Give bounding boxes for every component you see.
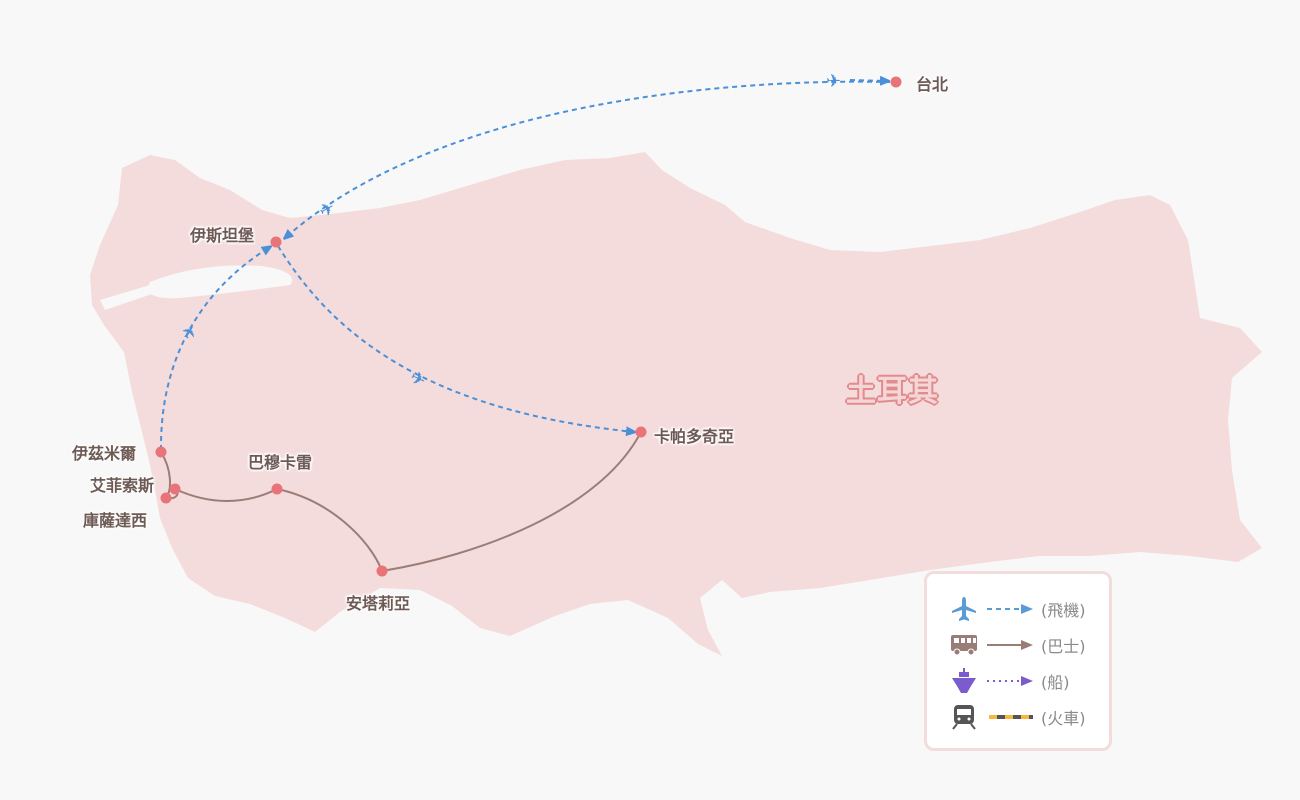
flight-route-to-taipei-arrow: [849, 80, 888, 81]
legend-label: (船): [1041, 673, 1070, 692]
point-ephesus[interactable]: [169, 483, 181, 495]
city-label-kusadasi: 庫薩達西: [83, 511, 148, 530]
flight-route-taipei: [285, 80, 891, 238]
city-label-izmir: 伊茲米爾: [72, 444, 137, 463]
legend: (飛機) (巴士) (船) (火車): [924, 571, 1112, 751]
ship-icon: [952, 668, 976, 693]
legend-item-airplane: (飛機): [949, 596, 1086, 622]
railway-line: [989, 715, 1033, 719]
city-label-ephesus: 艾菲索斯: [90, 476, 155, 495]
point-istanbul[interactable]: [270, 236, 282, 248]
marmara-sea: [148, 265, 293, 299]
flight-route-istanbul-cappadocia: [277, 245, 634, 432]
city-label-antalya: 安塔莉亞: [346, 594, 411, 613]
city-label-pamukkale: 巴穆卡雷: [248, 453, 313, 472]
point-taipei[interactable]: [890, 76, 902, 88]
airplane-icon: [952, 597, 976, 621]
flight-route-izmir-istanbul: [159, 247, 270, 451]
dardanelles: [100, 285, 155, 310]
airplane-icon: ✈: [826, 71, 841, 92]
point-cappadocia[interactable]: [635, 426, 647, 438]
city-label-taipei: 台北: [916, 75, 949, 94]
dashed-arrow-line: [987, 604, 1033, 614]
point-izmir[interactable]: [155, 446, 167, 458]
legend-label: (巴士): [1041, 637, 1086, 656]
train-icon: [952, 705, 976, 730]
point-antalya[interactable]: [376, 565, 388, 577]
legend-item-ship: (船): [949, 668, 1070, 694]
point-kusadasi[interactable]: [160, 492, 172, 504]
legend-item-bus: (巴士): [949, 632, 1086, 658]
point-pamukkale[interactable]: [271, 483, 283, 495]
turkey-landmass: [90, 152, 1262, 656]
legend-label: (火車): [1041, 709, 1086, 728]
city-label-cappadocia: 卡帕多奇亞: [654, 427, 735, 446]
solid-arrow-line: [987, 640, 1033, 650]
city-label-istanbul: 伊斯坦堡: [190, 226, 255, 245]
legend-item-train: (火車): [949, 704, 1086, 730]
country-label: 土耳其: [846, 374, 939, 409]
dotted-arrow-line: [987, 676, 1033, 686]
legend-label: (飛機): [1041, 601, 1086, 620]
bus-icon: [951, 635, 977, 656]
